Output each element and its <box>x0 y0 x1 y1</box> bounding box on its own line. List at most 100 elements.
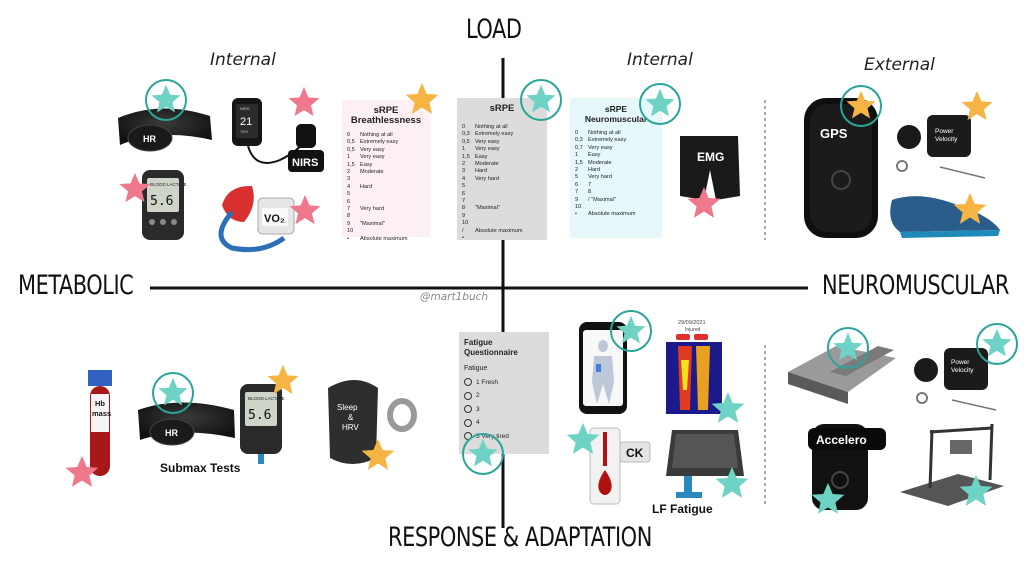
lactate-meter-bottom: BLOOD LACTATE 5.6 <box>240 384 285 464</box>
fatigue-option-label: 4 <box>476 419 480 426</box>
scale-descriptor: Easy <box>475 153 488 160</box>
gps-label: GPS <box>820 126 848 141</box>
scale-row: 9"Maximal" <box>347 221 425 228</box>
scale-descriptor: Very hard <box>588 174 612 181</box>
sleep-hrv-band: Sleep&HRV <box>328 380 417 464</box>
nirs-device: NIRS 21 75% NIRS <box>232 98 324 172</box>
scale-value: 10 <box>462 220 469 227</box>
highlight-ring <box>610 310 652 352</box>
radio-icon[interactable] <box>464 405 472 414</box>
fatigue-option[interactable]: 4 <box>464 416 544 430</box>
scale-descriptor: Nothing at all <box>475 124 508 130</box>
radio-icon[interactable] <box>464 418 472 427</box>
scale-value: 7 <box>575 189 579 196</box>
card-subtitle: Fatigue <box>464 365 488 372</box>
scale-value: 5 <box>462 183 466 190</box>
fatigue-option[interactable]: 3 <box>464 403 544 417</box>
scale-value: 4 <box>347 183 351 190</box>
scale-descriptor: Absolute maximum <box>360 235 408 242</box>
scale-row: /Absolute maximum <box>462 228 542 235</box>
accelero-label: Accelero <box>816 433 867 447</box>
sublabel-internal-right: Internal <box>627 50 693 70</box>
scale-descriptor: Absolute maximum <box>588 211 636 218</box>
scale-row: 9 <box>462 213 542 220</box>
highlight-ring <box>152 372 194 414</box>
scale-value: 8 <box>347 213 351 220</box>
scale-row: 10 <box>462 220 542 227</box>
axis-label-response: RESPONSE & ADAPTATION <box>388 522 652 553</box>
scale-descriptor: Very easy <box>360 146 385 153</box>
scale-value: 0,3 <box>575 137 583 144</box>
sublabel-internal-left: Internal <box>210 50 276 70</box>
scale-value: 1 <box>575 152 579 159</box>
scale-value: 9 <box>462 212 466 219</box>
scale-row: 10 <box>347 228 425 235</box>
thermal-image: 29/09/2021 Injured <box>666 320 722 414</box>
card-title-2: Neuromuscular <box>584 114 648 124</box>
fatigue-option[interactable]: 1 Fresh <box>464 376 544 390</box>
scale-descriptor: Nothing at all <box>588 130 621 136</box>
lactate-head: BLOOD LACTATE <box>150 182 187 187</box>
scale-row: 7 <box>462 198 542 205</box>
scale-value: 4 <box>462 175 466 182</box>
radio-icon[interactable] <box>464 391 472 400</box>
radio-icon[interactable] <box>464 378 472 387</box>
scale-descriptor: Very easy <box>475 146 500 153</box>
scale-descriptor: Nothing at all <box>360 132 393 138</box>
axis-label-metabolic: METABOLIC <box>18 270 134 301</box>
teal-star <box>526 84 556 113</box>
scale-value: 2 <box>462 161 466 168</box>
scale-descriptor: Extremely easy <box>475 131 514 138</box>
hr-strap-bottom: HR <box>138 402 235 446</box>
scale-value: 9 <box>575 196 579 203</box>
scale-row: 5 <box>347 191 425 198</box>
scale-value: 9 <box>347 220 351 227</box>
scale-value: 1,5 <box>347 161 355 168</box>
scale-value: 0,3 <box>462 131 470 138</box>
lactate-value: 5.6 <box>150 194 173 209</box>
scale-value: 10 <box>347 228 354 235</box>
football-boot <box>890 196 1000 238</box>
highlight-ring <box>840 85 882 127</box>
teal-star <box>158 377 188 406</box>
scale-value: 5 <box>347 191 351 198</box>
lf-fatigue-label: LF Fatigue <box>652 502 713 516</box>
scale-row: 9 / "Maximal" <box>575 197 657 204</box>
scale-row: 5 <box>462 183 542 190</box>
lf-fatigue-device <box>666 430 744 498</box>
scale-descriptor: 7 <box>588 181 592 188</box>
hr-strap-top: HR <box>118 108 212 152</box>
fatigue-option-label: 3 <box>476 405 480 413</box>
scale-descriptor: Easy <box>360 161 373 168</box>
scale-value: 0,5 <box>347 139 355 146</box>
fatigue-option[interactable]: 2 <box>464 389 544 403</box>
scale-value: 3 <box>347 176 351 183</box>
scale-value: 1 <box>462 146 466 153</box>
scale-descriptor: / "Maximal" <box>588 196 616 203</box>
lactate-meter-top: BLOOD LACTATE 5.6 <box>142 170 187 240</box>
vo2-label: VO₂ <box>264 213 285 225</box>
hr-label: HR <box>165 428 178 438</box>
scale-value: 0,7 <box>575 144 583 151</box>
scale-row: 6 <box>347 199 425 206</box>
